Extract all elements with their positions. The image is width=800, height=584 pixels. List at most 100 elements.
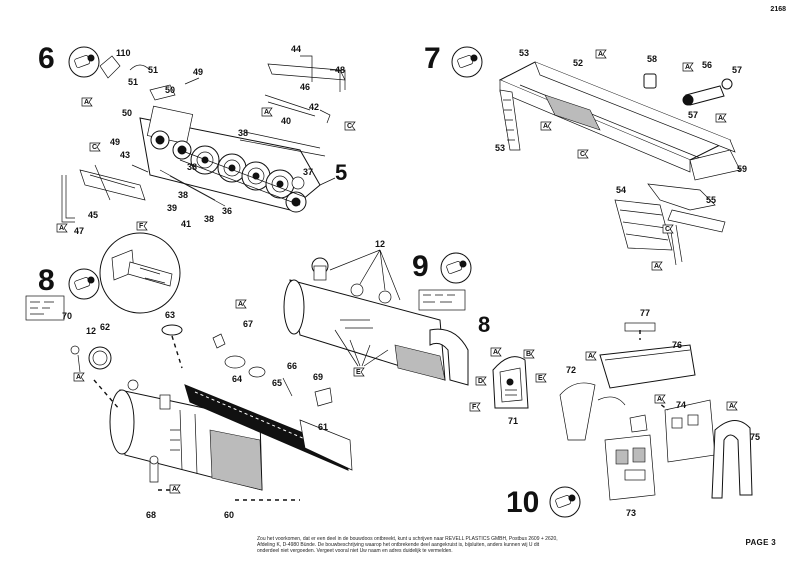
svg-text:48: 48: [335, 65, 345, 75]
flag-a-icon: A: [235, 299, 247, 309]
step-10-group: 10 A A A: [506, 308, 760, 519]
decal-sheet: [25, 295, 65, 321]
step-7-number: 7: [424, 42, 441, 75]
svg-text:74: 74: [676, 400, 686, 410]
svg-text:50: 50: [165, 85, 175, 95]
svg-text:59: 59: [737, 164, 747, 174]
cab-drawing: [559, 322, 753, 501]
flag-a-icon: A: [585, 351, 597, 361]
svg-text:39: 39: [167, 203, 177, 213]
svg-text:46: 46: [300, 82, 310, 92]
svg-text:77: 77: [640, 308, 650, 318]
glue-icon: [440, 252, 472, 284]
step-6-number: 6: [38, 42, 55, 75]
flag-e-icon: E: [535, 373, 547, 383]
svg-text:66: 66: [287, 361, 297, 371]
svg-text:C: C: [92, 144, 97, 151]
flag-a-icon: A: [81, 97, 93, 107]
glue-icon: [68, 46, 100, 78]
svg-text:41: 41: [181, 219, 191, 229]
svg-text:52: 52: [573, 58, 583, 68]
running-board-drawing: [184, 384, 353, 471]
flag-d-icon: D: [475, 376, 487, 386]
headlight-parts: [70, 345, 112, 373]
step-9-number: 9: [412, 250, 429, 283]
flag-f-icon: F: [469, 402, 481, 412]
boiler-upper-drawing: [283, 257, 469, 386]
svg-text:38: 38: [238, 128, 248, 138]
detail-magnifier: [99, 232, 181, 314]
svg-text:75: 75: [750, 432, 760, 442]
svg-text:A: A: [685, 64, 690, 71]
glue-icon: [68, 268, 100, 300]
flag-c-icon: C: [662, 224, 674, 234]
svg-text:70: 70: [62, 311, 72, 321]
flag-c-icon: C: [89, 142, 101, 152]
svg-text:A: A: [598, 51, 603, 58]
svg-text:E: E: [356, 369, 361, 376]
svg-text:A: A: [76, 374, 81, 381]
svg-text:B: B: [526, 351, 531, 358]
flag-e-icon: E: [353, 367, 365, 377]
flag-a-icon: A: [540, 121, 552, 131]
svg-text:E: E: [538, 375, 543, 382]
footer-line: Zou het voorkomen, dat er een deel in de…: [257, 536, 558, 542]
chassis-drawing: [61, 55, 346, 223]
svg-text:61: 61: [318, 422, 328, 432]
flag-a-icon: A: [261, 107, 273, 117]
flag-c-icon: C: [577, 149, 589, 159]
svg-text:57: 57: [688, 110, 698, 120]
boiler-detail-group: E 12 8: [283, 239, 490, 386]
glue-icon: [451, 46, 483, 78]
svg-text:72: 72: [566, 365, 576, 375]
flag-c-icon: C: [344, 121, 356, 131]
svg-text:A: A: [588, 353, 593, 360]
svg-text:69: 69: [313, 372, 323, 382]
backplate-drawing: [492, 356, 529, 409]
svg-text:49: 49: [110, 137, 120, 147]
svg-text:54: 54: [616, 185, 626, 195]
svg-text:43: 43: [120, 150, 130, 160]
decal-sheet: [418, 289, 466, 311]
flag-b-icon: B: [523, 349, 535, 359]
svg-text:A: A: [238, 301, 243, 308]
svg-text:38: 38: [204, 214, 214, 224]
svg-text:57: 57: [732, 65, 742, 75]
svg-text:C: C: [665, 226, 670, 233]
svg-text:40: 40: [281, 116, 291, 126]
step-9-group: 9 A B E D F 71: [412, 250, 547, 426]
svg-text:37: 37: [303, 167, 313, 177]
flag-f-icon: F: [136, 221, 148, 231]
svg-text:67: 67: [243, 319, 253, 329]
svg-text:42: 42: [309, 102, 319, 112]
svg-text:65: 65: [272, 378, 282, 388]
svg-text:F: F: [472, 404, 477, 411]
svg-text:A: A: [172, 486, 177, 493]
step-7-group: 7 A: [424, 42, 747, 271]
svg-text:C: C: [347, 123, 352, 130]
svg-text:55: 55: [706, 195, 716, 205]
glue-icon: [549, 486, 581, 518]
svg-text:56: 56: [702, 60, 712, 70]
svg-text:A: A: [493, 349, 498, 356]
flag-a-icon: A: [651, 261, 663, 271]
svg-text:12: 12: [86, 326, 96, 336]
flag-a-icon: A: [56, 223, 68, 233]
page-number: PAGE 3: [745, 538, 776, 547]
svg-text:63: 63: [165, 310, 175, 320]
svg-text:44: 44: [291, 44, 301, 54]
svg-text:A: A: [729, 403, 734, 410]
missing-parts-note: Zou het voorkomen, dat er een deel in de…: [257, 536, 597, 554]
svg-text:A: A: [264, 109, 269, 116]
footer-line: Afdeling K, D-4980 Bünde. De bouwbeschri…: [257, 542, 540, 548]
svg-text:A: A: [657, 396, 662, 403]
svg-text:60: 60: [224, 510, 234, 520]
svg-text:F: F: [139, 223, 144, 230]
svg-text:A: A: [84, 99, 89, 106]
flag-a-icon: A: [682, 62, 694, 72]
svg-text:A: A: [654, 263, 659, 270]
svg-text:C: C: [580, 151, 585, 158]
corner-code: 2168: [770, 6, 786, 13]
flag-a-icon: A: [73, 372, 85, 382]
